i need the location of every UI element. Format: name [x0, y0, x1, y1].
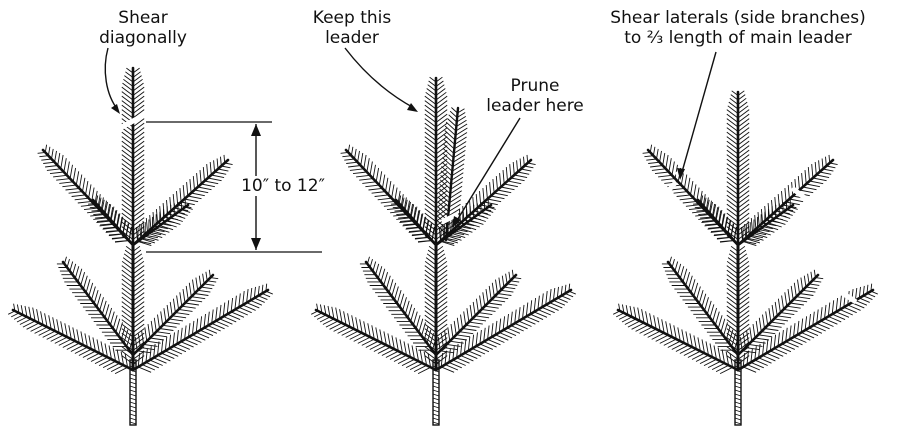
tree-2-lower-branch-right [436, 284, 576, 373]
tree-1-lower-branch-right [133, 284, 273, 373]
tree-3-leader [727, 91, 749, 250]
prune-leader-line-2: leader here [480, 96, 590, 116]
prune-leader-label: Prune leader here [480, 76, 590, 116]
keep-leader-line-1: Keep this [292, 8, 412, 28]
shear-laterals-label: Shear laterals (side branches) to ⅔ leng… [588, 8, 888, 48]
shear-laterals-line-2: to ⅔ length of main leader [588, 28, 888, 48]
shear-diagonally-label: Shear diagonally [88, 8, 198, 48]
lateral-cut-mark-1 [660, 182, 676, 200]
laterals-pointer-line [682, 52, 716, 172]
tree-1-lower-branch-right-up [133, 270, 218, 355]
shear-diagonally-line-2: diagonally [88, 28, 198, 48]
shear-laterals-line-1: Shear laterals (side branches) [588, 8, 888, 28]
tree-1-upper-branch-right [133, 155, 233, 245]
measurement-label: 10″ to 12″ [228, 176, 338, 196]
tree-3-lower-branch-right [738, 284, 878, 373]
measure-arrow-up [251, 124, 261, 136]
tree-2-lower-branch-right-up [436, 270, 521, 355]
shear-pointer-arrowhead [111, 104, 120, 114]
keep-leader-line-2: leader [292, 28, 412, 48]
prune-leader-line-1: Prune [480, 76, 590, 96]
keep-leader-label: Keep this leader [292, 8, 412, 48]
shear-diagonally-line-1: Shear [88, 8, 198, 28]
shear-pointer-line [105, 48, 118, 110]
keep-pointer-line [345, 48, 414, 108]
tree-1-lower-branch-left [8, 304, 133, 374]
tree-3-lower-branch-right-up [738, 270, 823, 355]
tree-3-lower-branch-left [613, 304, 738, 374]
tree-3-upper-branch-right [738, 155, 838, 245]
tree-2-lower-branch-left [311, 304, 436, 374]
measure-arrow-down [251, 238, 261, 250]
lateral-cut-mark-3 [652, 292, 668, 305]
